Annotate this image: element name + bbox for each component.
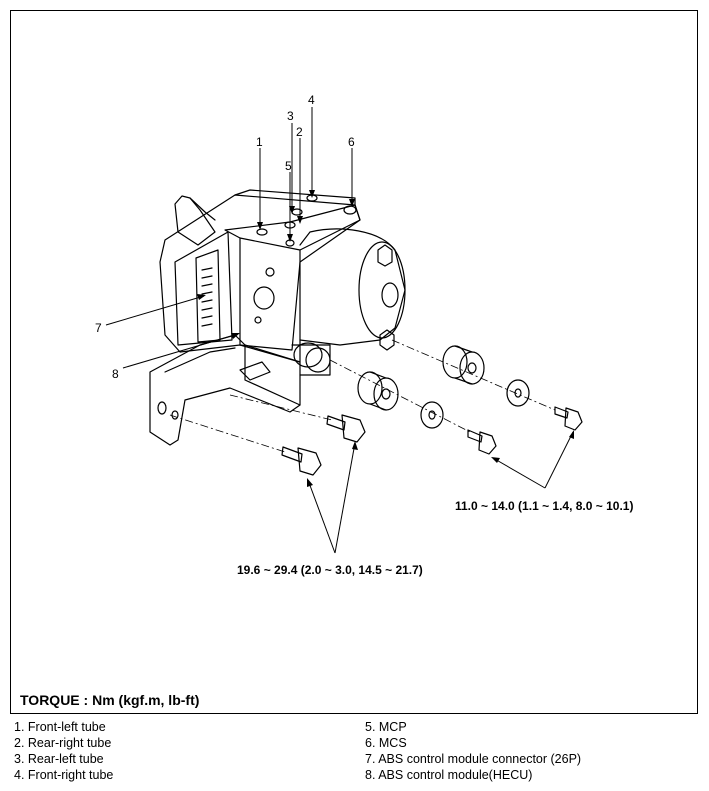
block-mount	[291, 342, 331, 376]
legend-item: 3. Rear-left tube	[14, 752, 104, 766]
center-lines	[169, 339, 556, 453]
washer-right	[506, 379, 530, 407]
callout-1: 1	[256, 135, 263, 149]
grommet-left	[357, 371, 399, 411]
legend-right: 5. MCP 6. MCS 7. ABS control module conn…	[365, 719, 581, 783]
hydraulic-block	[224, 194, 361, 363]
washer-left	[420, 401, 444, 429]
mounting-bracket	[149, 334, 301, 446]
legend-item: 5. MCP	[365, 720, 407, 734]
callout-3: 3	[287, 109, 294, 123]
arrow-heads	[197, 190, 574, 487]
bolt-right-upper	[554, 406, 583, 431]
callout-5: 5	[285, 159, 292, 173]
bolt-right-lower	[467, 429, 497, 455]
pump-motor	[299, 228, 406, 351]
legend-item: 7. ABS control module connector (26P)	[365, 752, 582, 766]
legend-item: 8. ABS control module(HECU)	[365, 768, 533, 782]
bolt-left-upper	[326, 414, 366, 443]
callout-4: 4	[308, 93, 315, 107]
grommet-right	[442, 345, 485, 385]
legend-item: 4. Front-right tube	[14, 768, 114, 782]
torque-heading: TORQUE : Nm (kgf.m, lb-ft)	[20, 692, 200, 708]
legend-left: 1. Front-left tube 2. Rear-right tube 3.…	[14, 719, 113, 783]
legend-item: 6. MCS	[365, 736, 407, 750]
legend-item: 1. Front-left tube	[14, 720, 106, 734]
torque-value-right: 11.0 ~ 14.0 (1.1 ~ 1.4, 8.0 ~ 10.1)	[455, 499, 633, 513]
legend-item: 2. Rear-right tube	[14, 736, 112, 750]
bracket-arm	[174, 195, 216, 246]
torque-arrows	[307, 431, 574, 554]
callout-leaders	[105, 107, 353, 369]
callout-7: 7	[95, 321, 102, 335]
bolt-left-lower	[281, 446, 322, 476]
callout-6: 6	[348, 135, 355, 149]
diagram-frame	[10, 10, 698, 714]
torque-value-bottom: 19.6 ~ 29.4 (2.0 ~ 3.0, 14.5 ~ 21.7)	[237, 563, 423, 577]
callout-8: 8	[112, 367, 119, 381]
callout-2: 2	[296, 125, 303, 139]
